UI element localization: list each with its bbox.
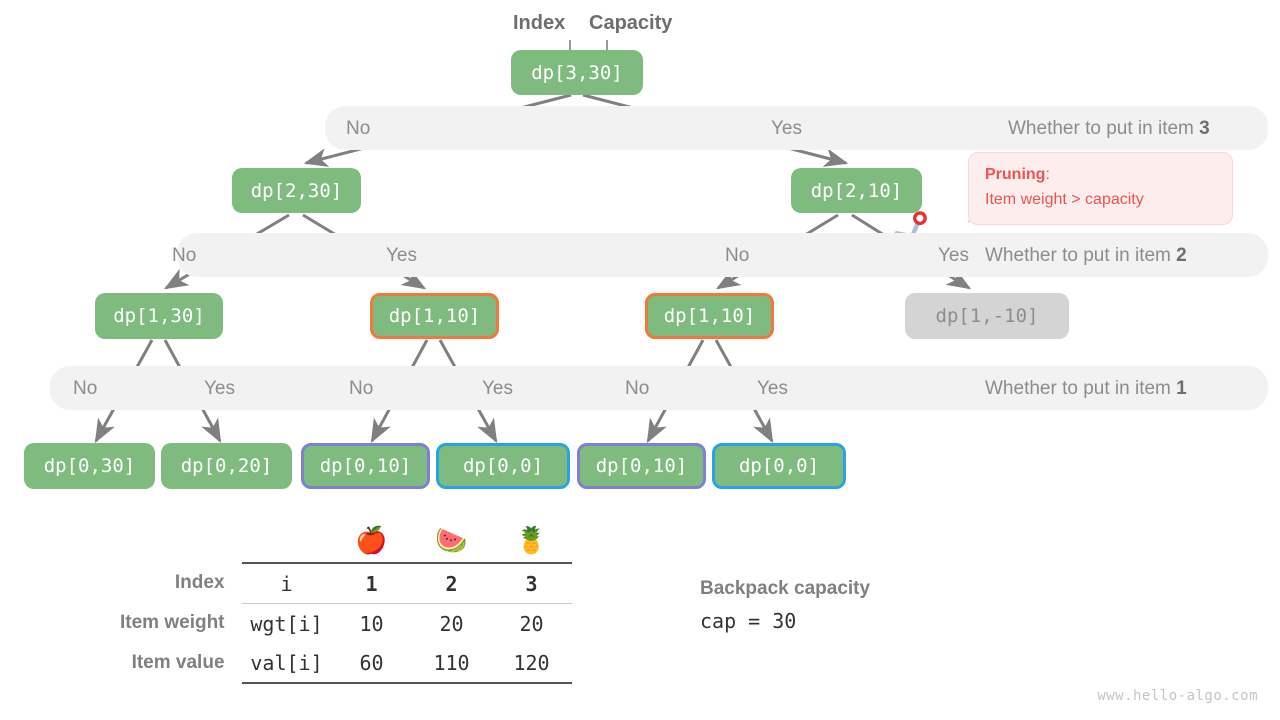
band3-question-text: Whether to put in item (1008, 118, 1200, 139)
capacity-note-value: cap = 30 (700, 609, 797, 633)
leaf-node-dp-0-10-b[interactable]: dp[0,10] (577, 443, 706, 489)
cell-weight-2: 20 (411, 603, 492, 643)
table-emoji-row: 🍎 🍉 🍍 (120, 518, 572, 563)
row-key-index: i (241, 562, 332, 604)
leaf-node-dp-0-20[interactable]: dp[0,20] (161, 443, 292, 489)
band2-question: Whether to put in item 2 (985, 246, 1187, 265)
table-row-weight: Item weight wgt[i] 10 20 20 (120, 603, 572, 643)
band1-choice-0: No (73, 378, 98, 399)
footer-watermark: www.hello-algo.com (1097, 688, 1258, 704)
band1-choice-5: Yes (757, 378, 788, 399)
item-emoji-pineapple: 🍍 (515, 525, 548, 555)
band2-yes-right-label: Yes (938, 245, 969, 266)
row-head-weight: Item weight (120, 612, 225, 634)
tree-node-dp-2-10[interactable]: dp[2,10] (791, 168, 922, 213)
band2-no-left-label: No (172, 245, 197, 266)
band3-question: Whether to put in item 3 (1008, 119, 1210, 138)
decision-band-item2 (177, 233, 1268, 277)
backpack-capacity-note: Backpack capacity cap = 30 (700, 578, 870, 633)
leaf-node-dp-0-0-b[interactable]: dp[0,0] (712, 443, 846, 489)
band2-yes-left-label: Yes (386, 245, 417, 266)
tree-node-dp-2-30[interactable]: dp[2,30] (232, 168, 361, 213)
band3-yes-label: Yes (771, 118, 802, 139)
index-header-label: Index (513, 12, 566, 34)
item-emoji-watermelon: 🍉 (435, 525, 468, 555)
row-key-weight: wgt[i] (241, 603, 332, 643)
decision-band-item3 (325, 106, 1268, 150)
emoji-row-blank (120, 518, 242, 563)
pruning-callout-title: Pruning: (985, 163, 1218, 188)
row-head-value: Item value (131, 652, 225, 673)
capacity-header-label: Capacity (589, 12, 673, 34)
band2-question-item: 2 (1176, 245, 1187, 266)
leaf-node-dp-0-10-a[interactable]: dp[0,10] (301, 443, 430, 489)
band2-question-text: Whether to put in item (985, 245, 1177, 266)
decision-band-item1 (50, 366, 1268, 410)
tree-node-dp-1-10-right[interactable]: dp[1,10] (645, 293, 774, 339)
band1-choice-3: Yes (482, 378, 513, 399)
cell-weight-1: 10 (331, 603, 412, 643)
item-emoji-apple: 🍎 (355, 525, 388, 555)
cell-index-3: 3 (491, 562, 572, 604)
tree-node-dp-1-minus10-pruned[interactable]: dp[1,-10] (905, 293, 1069, 339)
cell-value-1: 60 (331, 643, 412, 684)
pruning-title-colon: : (1045, 166, 1050, 183)
band1-choice-2: No (349, 378, 374, 399)
band1-question-text: Whether to put in item (985, 378, 1177, 399)
band1-choice-1: Yes (204, 378, 235, 399)
cell-index-1: 1 (331, 562, 412, 604)
tree-node-root[interactable]: dp[3,30] (511, 50, 643, 95)
item-spec-table: 🍎 🍉 🍍 Index i 1 2 3 Item weight wgt[i] 1… (120, 518, 572, 684)
capacity-note-title: Backpack capacity (700, 578, 871, 599)
emoji-key-blank (242, 518, 332, 563)
band3-no-label: No (346, 118, 371, 139)
pruning-callout: Pruning: Item weight > capacity (968, 152, 1233, 225)
band1-question: Whether to put in item 1 (985, 379, 1187, 398)
row-key-value: val[i] (241, 643, 332, 684)
band1-question-item: 1 (1176, 378, 1187, 399)
tree-node-dp-1-10-left[interactable]: dp[1,10] (370, 293, 499, 339)
row-head-index: Index (174, 572, 225, 594)
cell-index-2: 2 (411, 562, 492, 604)
table-row-value: Item value val[i] 60 110 120 (120, 643, 572, 684)
cell-weight-3: 20 (491, 603, 572, 643)
band2-no-right-label: No (725, 245, 750, 266)
tree-node-dp-1-30[interactable]: dp[1,30] (95, 293, 223, 339)
cell-value-2: 110 (411, 643, 492, 684)
band1-choice-4: No (625, 378, 650, 399)
leaf-node-dp-0-0-a[interactable]: dp[0,0] (436, 443, 570, 489)
band3-question-item: 3 (1199, 118, 1210, 139)
table-row-index: Index i 1 2 3 (120, 562, 572, 604)
pruning-callout-body: Item weight > capacity (985, 190, 1144, 208)
leaf-node-dp-0-30[interactable]: dp[0,30] (24, 443, 155, 489)
cell-value-3: 120 (491, 643, 572, 684)
pruning-title-text: Pruning (985, 166, 1046, 183)
